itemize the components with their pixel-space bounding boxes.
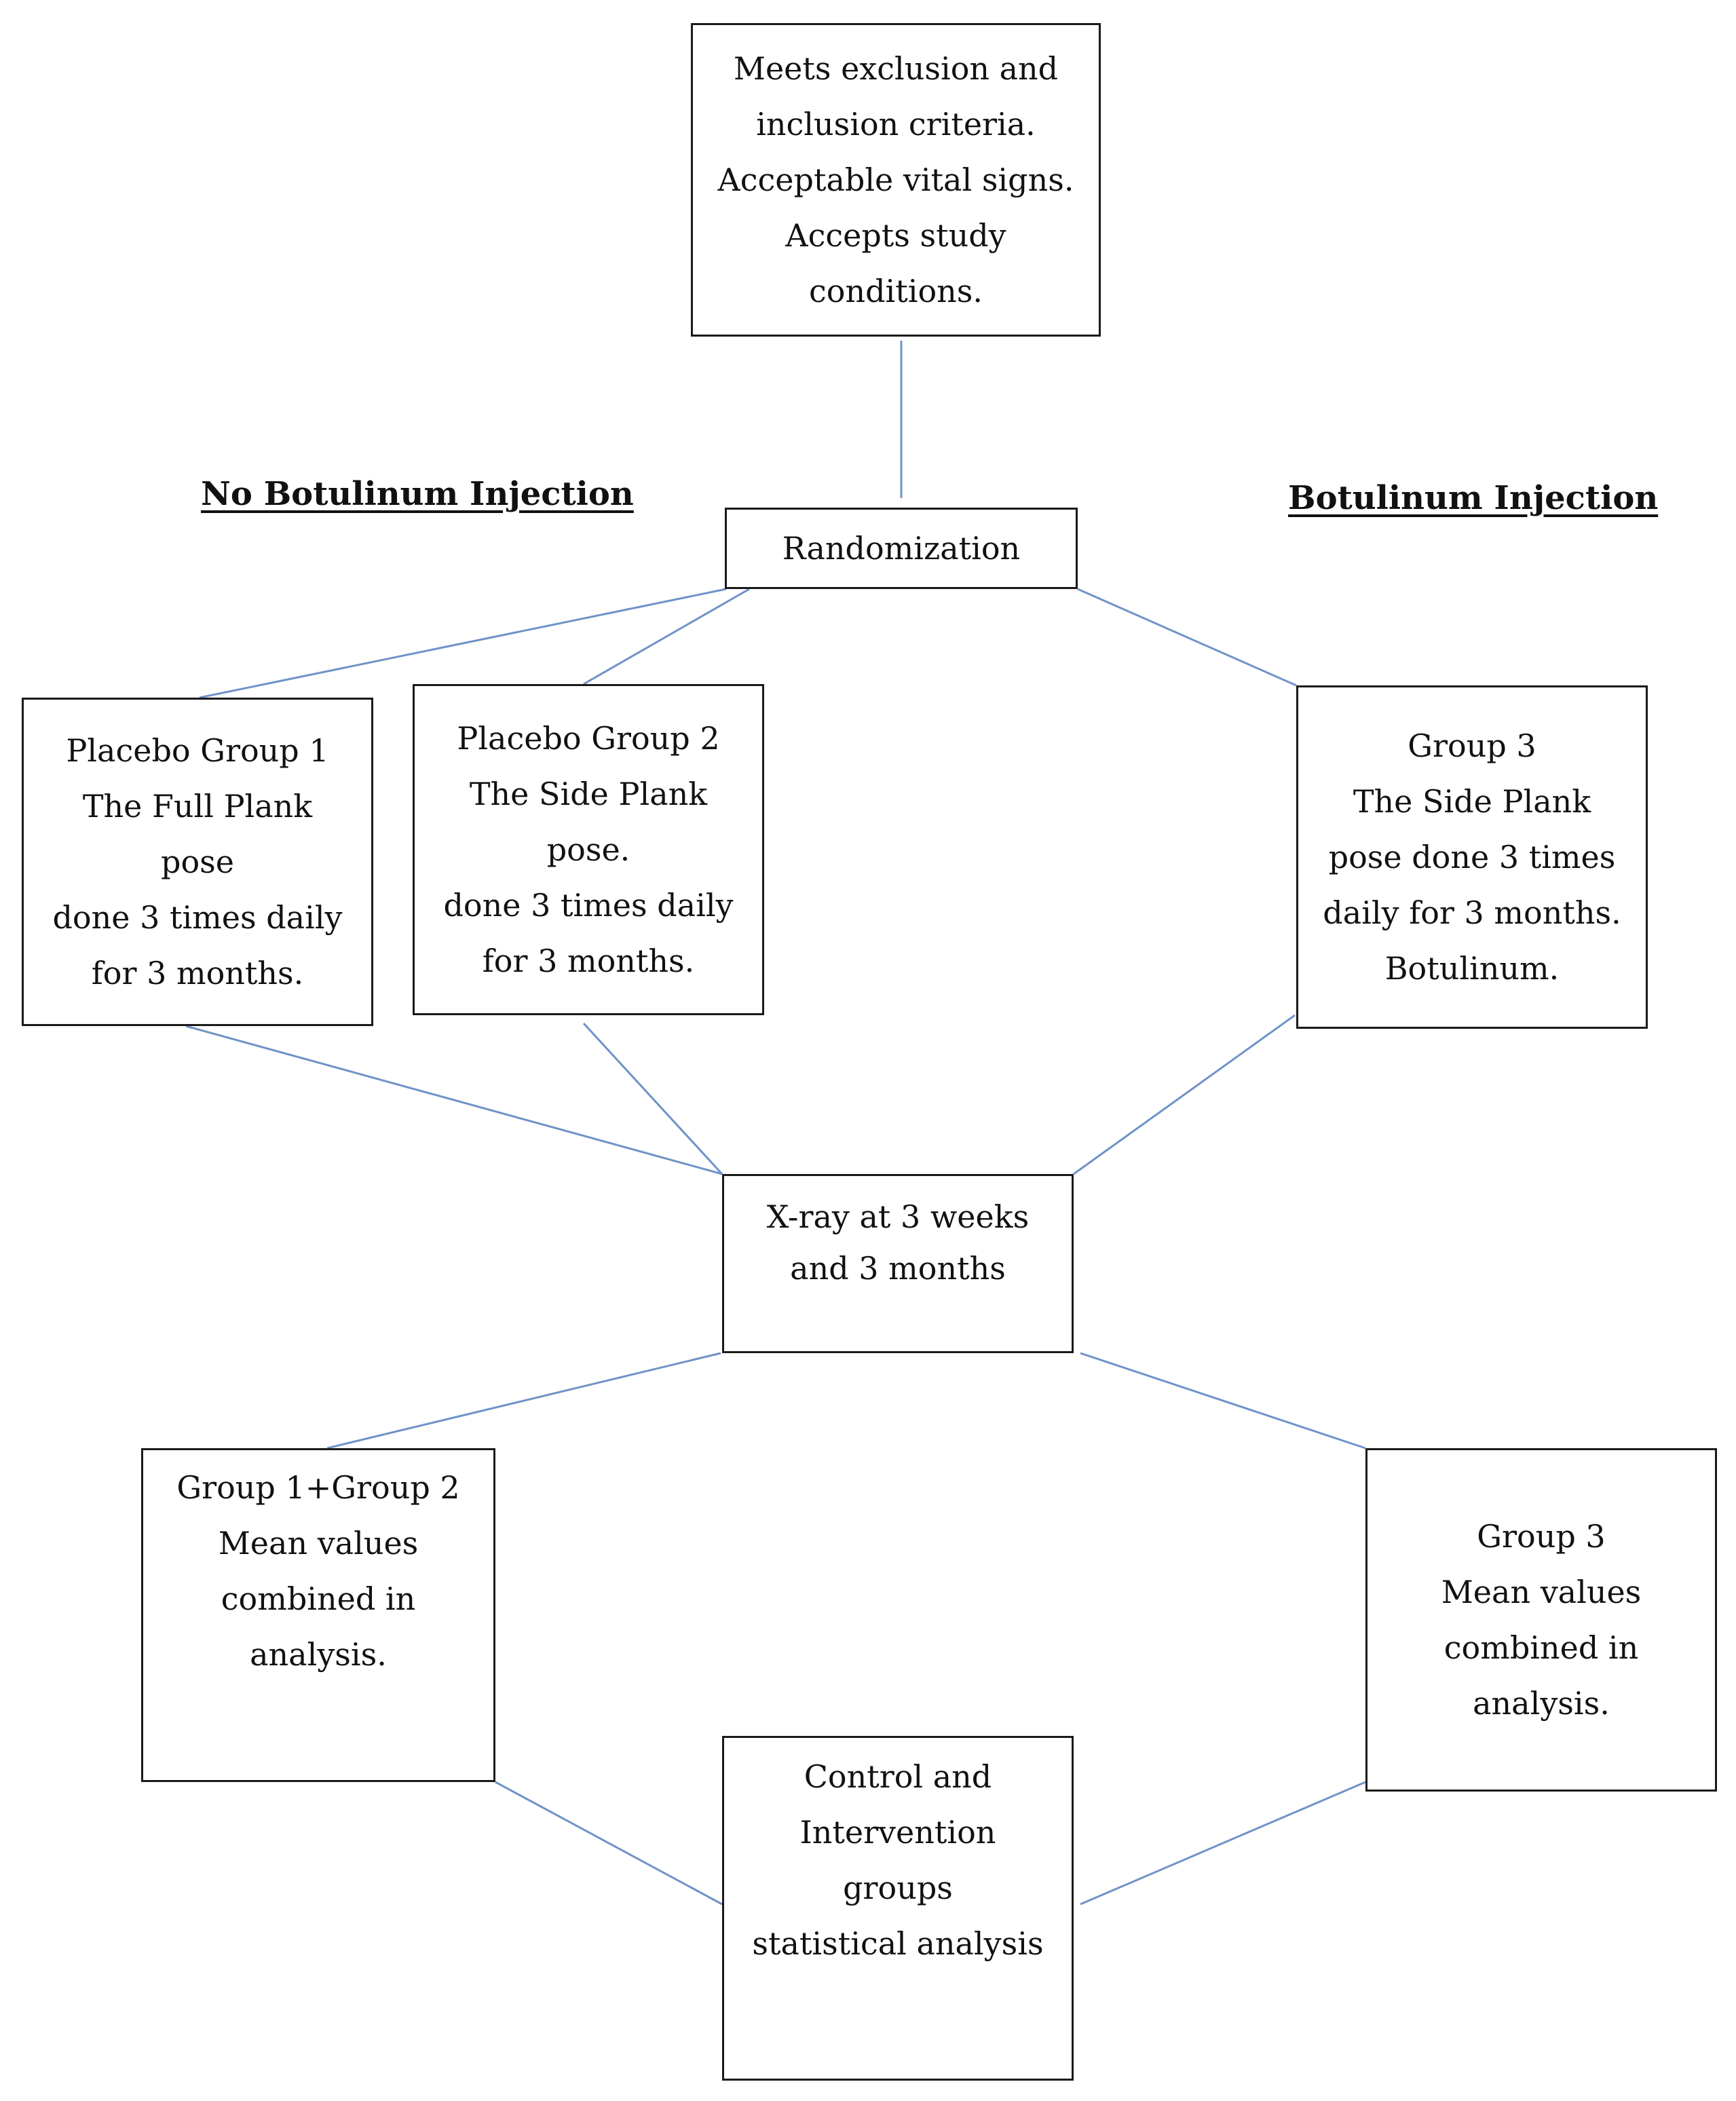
criteria-line-2: inclusion criteria. [756, 106, 1036, 143]
line-xray-to-combined12 [326, 1352, 721, 1450]
line-combined12-to-analysis [495, 1781, 723, 1906]
line-randomization-to-placebo1 [199, 588, 727, 699]
statistical-analysis-box: Control and Intervention groups statisti… [722, 1736, 1074, 2081]
line-group3-to-xray [1073, 1014, 1296, 1175]
randomization-label: Randomization [782, 530, 1021, 567]
criteria-line-5: conditions. [809, 273, 983, 309]
combined3-line-3: combined in [1443, 1629, 1639, 1666]
xray-line-2: and 3 months [790, 1250, 1006, 1287]
heading-botulinum: Botulinum Injection [1288, 479, 1659, 517]
combined12-line-1: Group 1+Group 2 [176, 1469, 460, 1506]
placebo1-line-4: done 3 times daily [52, 899, 343, 936]
line-placebo1-to-xray [185, 1025, 723, 1175]
placebo2-line-5: for 3 months. [482, 943, 695, 979]
placebo-group-2-box: Placebo Group 2 The Side Plank pose. don… [413, 684, 764, 1015]
combined3-line-1: Group 3 [1477, 1518, 1606, 1555]
placebo-group-1-box: Placebo Group 1 The Full Plank pose done… [22, 698, 373, 1026]
line-xray-to-combined3 [1080, 1352, 1366, 1450]
line-placebo2-to-xray [582, 1022, 723, 1175]
combined12-line-4: analysis. [250, 1636, 387, 1673]
line-combined3-to-analysis [1080, 1781, 1366, 1906]
placebo1-line-1: Placebo Group 1 [66, 732, 329, 769]
placebo1-line-3: pose [161, 844, 234, 880]
criteria-line-3: Acceptable vital signs. [717, 162, 1074, 198]
placebo2-line-4: done 3 times daily [443, 887, 734, 924]
placebo2-line-2: The Side Plank [469, 776, 708, 812]
combined3-line-2: Mean values [1441, 1574, 1642, 1610]
heading-no-botulinum: No Botulinum Injection [201, 475, 634, 513]
placebo2-line-3: pose. [546, 831, 630, 868]
line-randomization-to-group3 [1077, 588, 1297, 687]
combined-group-3-box: Group 3 Mean values combined in analysis… [1365, 1448, 1717, 1792]
randomization-box: Randomization [725, 508, 1078, 589]
analysis-line-1: Control and [804, 1758, 992, 1795]
group3-line-2: The Side Plank [1353, 783, 1591, 820]
analysis-line-3: groups [843, 1870, 953, 1906]
xray-line-1: X-ray at 3 weeks [766, 1198, 1030, 1235]
group3-line-4: daily for 3 months. [1323, 894, 1621, 931]
analysis-line-2: Intervention [799, 1814, 996, 1851]
xray-box: X-ray at 3 weeks and 3 months [722, 1174, 1074, 1353]
group3-line-5: Botulinum. [1384, 950, 1560, 987]
combined12-line-2: Mean values [218, 1525, 419, 1561]
group3-line-3: pose done 3 times [1328, 839, 1616, 875]
criteria-line-4: Accepts study [785, 217, 1006, 254]
group-3-box: Group 3 The Side Plank pose done 3 times… [1296, 685, 1648, 1029]
group3-line-1: Group 3 [1408, 727, 1536, 764]
placebo1-line-5: for 3 months. [91, 955, 304, 991]
placebo1-line-2: The Full Plank [82, 788, 313, 825]
criteria-box: Meets exclusion and inclusion criteria. … [691, 23, 1101, 337]
combined3-line-4: analysis. [1473, 1685, 1610, 1722]
combined12-line-3: combined in [221, 1581, 416, 1617]
placebo2-line-1: Placebo Group 2 [457, 720, 720, 757]
line-randomization-to-placebo2 [583, 588, 750, 685]
combined-group-1-2-box: Group 1+Group 2 Mean values combined in … [141, 1448, 495, 1782]
criteria-line-1: Meets exclusion and [733, 50, 1059, 87]
analysis-line-4: statistical analysis [752, 1925, 1044, 1962]
